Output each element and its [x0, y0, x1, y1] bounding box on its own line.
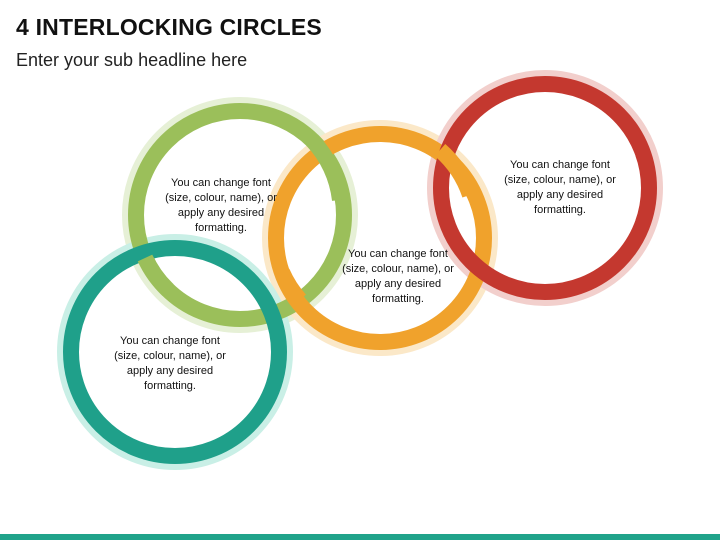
red-text-line-1: You can change font [510, 159, 610, 171]
red-text-line-2: (size, colour, name), or [504, 174, 616, 186]
red-ring-halo [427, 70, 663, 306]
orange-text-line-4: formatting. [372, 293, 424, 305]
orange-circle-text: You can change font (size, colour, name)… [323, 247, 473, 307]
red-ring [433, 76, 657, 300]
teal-ring [63, 240, 287, 464]
green-text-line-1: You can change font [171, 177, 271, 189]
teal-text-line-4: formatting. [144, 380, 196, 392]
red-text-line-3: apply any desired [516, 189, 604, 201]
teal-ring-halo [57, 234, 293, 470]
orange-over-red-arc [434, 143, 478, 198]
orange-ring-halo [262, 120, 498, 356]
footer-accent-bar [0, 534, 720, 540]
green-text-line-2: (size, colour, name), or [165, 192, 277, 204]
green-text-line-3: apply any desired [177, 207, 265, 219]
green-ring-halo [122, 97, 358, 333]
red-circle-text: You can change font (size, colour, name)… [485, 158, 635, 218]
teal-text-line-2: (size, colour, name), or [114, 350, 226, 362]
teal-text-line-1: You can change font [120, 335, 220, 347]
page-subtitle: Enter your sub headline here [16, 50, 248, 70]
page-title: 4 INTERLOCKING CIRCLES [16, 14, 322, 40]
red-text-line-4: formatting. [534, 204, 586, 216]
green-ring [128, 103, 352, 327]
green-over-orange-arc [306, 134, 348, 202]
orange-ring [268, 126, 492, 350]
orange-text-line-1: You can change font [348, 248, 448, 260]
orange-text-line-3: apply any desired [354, 278, 442, 290]
green-text-line-4: formatting. [195, 222, 247, 234]
teal-text-line-3: apply any desired [126, 365, 214, 377]
teal-circle-text: You can change font (size, colour, name)… [95, 334, 245, 394]
green-circle-text: You can change font (size, colour, name)… [146, 176, 296, 236]
orange-text-line-2: (size, colour, name), or [342, 263, 454, 275]
green-over-teal-arc [137, 254, 174, 296]
orange-over-green-arc [274, 268, 307, 306]
